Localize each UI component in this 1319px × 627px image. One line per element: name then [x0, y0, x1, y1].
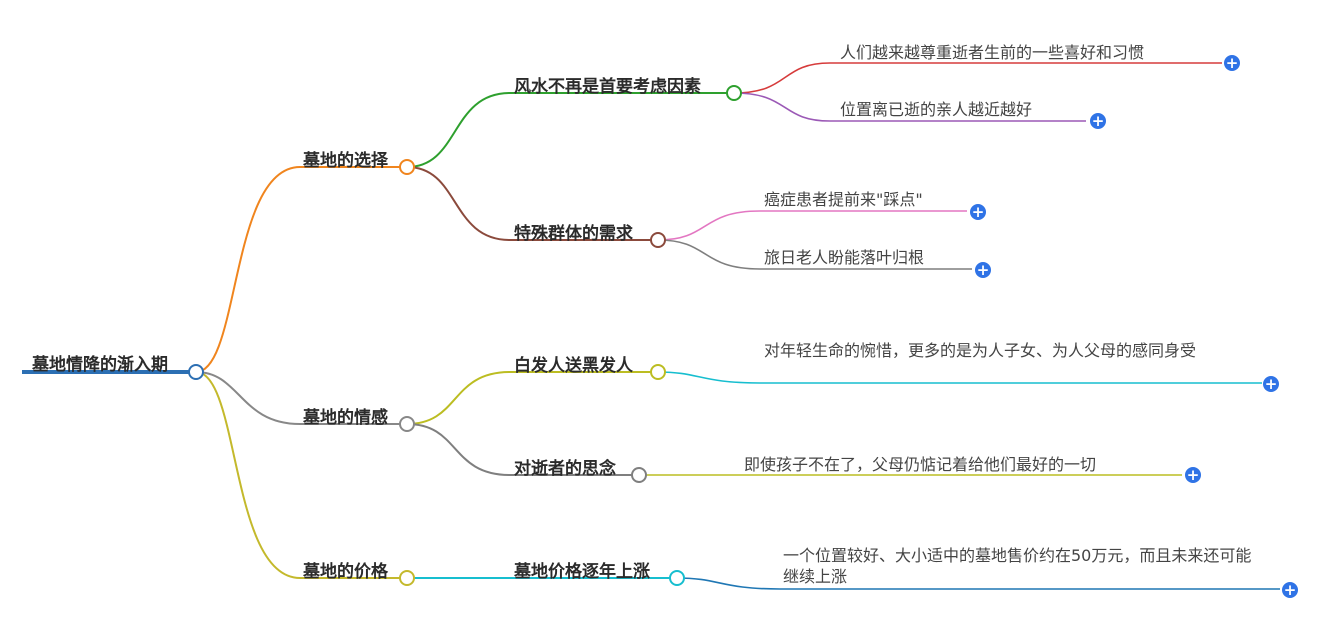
branch-choice[interactable]: 墓地的选择 — [303, 151, 388, 171]
leaf-parents-care[interactable]: 即使孩子不在了，父母仍惦记着给他们最好的一切 — [744, 455, 1097, 474]
expand-button[interactable]: + — [1185, 466, 1201, 484]
whitehair-node-dot — [650, 364, 666, 380]
expand-button[interactable]: + — [1282, 581, 1298, 599]
sub-special[interactable]: 特殊群体的需求 — [514, 224, 633, 244]
expand-button[interactable]: + — [970, 203, 986, 221]
sub-fengshui[interactable]: 风水不再是首要考虑因素 — [514, 77, 701, 97]
edge-emotion-whitehair — [406, 371, 658, 425]
edge-rise-leaf — [676, 577, 1280, 590]
edge-root-choice — [195, 166, 407, 373]
root-node-dot — [188, 364, 204, 380]
fengshui-node-dot — [726, 85, 742, 101]
branch-price[interactable]: 墓地的价格 — [303, 562, 388, 582]
expand-button[interactable]: + — [1090, 112, 1106, 130]
edge-fengshui-leaf2 — [733, 92, 1086, 122]
price-node-dot — [399, 570, 415, 586]
expand-button[interactable]: + — [975, 261, 991, 279]
edge-choice-fengshui — [406, 92, 734, 168]
special-node-dot — [650, 232, 666, 248]
leaf-young-loss[interactable]: 对年轻生命的惋惜，更多的是为人子女、为人父母的感同身受 — [764, 341, 1197, 360]
sub-white-hair[interactable]: 白发人送黑发人 — [514, 356, 633, 376]
edge-special-leaf1 — [657, 210, 967, 241]
choice-node-dot — [399, 159, 415, 175]
edge-special-leaf2 — [657, 239, 972, 270]
leaf-price-detail[interactable]: 一个位置较好、大小适中的墓地售价约在50万元，而且未来还可能继续上涨 — [783, 546, 1252, 586]
edge-whitehair-leaf — [657, 371, 1262, 384]
missing-node-dot — [631, 467, 647, 483]
sub-price-rise[interactable]: 墓地价格逐年上涨 — [514, 562, 650, 582]
edge-root-emotion — [195, 371, 407, 425]
edge-root-price — [195, 371, 407, 579]
emotion-node-dot — [399, 416, 415, 432]
edge-fengshui-leaf1 — [733, 62, 1222, 94]
rise-node-dot — [669, 570, 685, 586]
leaf-proximity[interactable]: 位置离已逝的亲人越近越好 — [840, 100, 1033, 119]
leaf-preferences[interactable]: 人们越来越尊重逝者生前的一些喜好和习惯 — [840, 43, 1145, 62]
leaf-cancer-patients[interactable]: 癌症患者提前来"踩点" — [764, 190, 923, 209]
expand-button[interactable]: + — [1224, 54, 1240, 72]
sub-missing[interactable]: 对逝者的思念 — [514, 459, 616, 479]
edge-emotion-missing — [406, 423, 639, 476]
edge-choice-special — [406, 166, 658, 241]
expand-button[interactable]: + — [1263, 375, 1279, 393]
branch-emotion[interactable]: 墓地的情感 — [303, 408, 388, 428]
leaf-overseas-elderly[interactable]: 旅日老人盼能落叶归根 — [764, 248, 925, 267]
root-topic[interactable]: 墓地情降的渐入期 — [32, 355, 168, 375]
